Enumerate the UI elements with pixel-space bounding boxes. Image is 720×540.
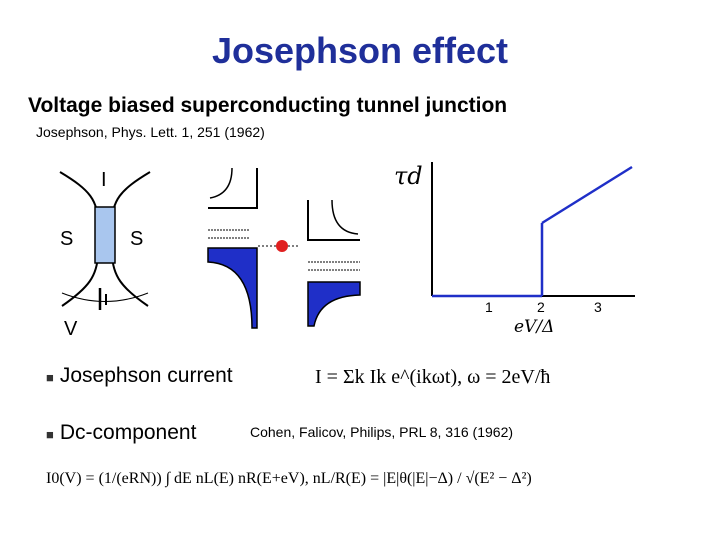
slide-title: Josephson effect	[211, 30, 509, 71]
josephson-current-equation: I = Σk Ik e^(ikωt), ω = 2eV/ħ	[315, 366, 551, 388]
quasiparticle-dot	[276, 240, 288, 252]
right-dos-upper-curve	[331, 199, 359, 235]
junction-schematic: I S S V	[59, 169, 151, 340]
bullet-text: Josephson current	[59, 364, 233, 387]
right-s-label: S	[130, 228, 143, 250]
junction-barrier	[94, 206, 116, 264]
slide-subtitle: Voltage biased superconducting tunnel ju…	[28, 94, 508, 117]
current-label: I	[101, 169, 107, 191]
x-tick-3: 3	[594, 299, 602, 315]
left-dos-upper-axis	[208, 168, 258, 209]
reference-josephson: Josephson, Phys. Lett. 1, 251 (1962)	[36, 124, 265, 140]
current-linear-segment	[541, 165, 633, 225]
voltage-label: V	[64, 318, 78, 340]
bullet-marker-icon: ■	[46, 427, 54, 442]
bullet-dc-component: ■ Dc-component	[46, 421, 196, 445]
left-filled-states	[207, 247, 258, 329]
dc-component-equation: I0(V) = (1/(eRN)) ∫ dE nL(E) nR(E+eV), n…	[46, 470, 532, 487]
x-tick-1: 1	[485, 299, 493, 315]
bullet-josephson-current: ■ Josephson current	[46, 364, 233, 388]
reference-cohen: Cohen, Falicov, Philips, PRL 8, 316 (196…	[250, 424, 514, 440]
current-voltage-graph: 1 2 3 τd eV/Δ	[394, 162, 635, 337]
bullet-text: Dc-component	[59, 421, 197, 444]
right-filled-states	[307, 281, 361, 327]
tunneling-energy-diagram	[207, 167, 361, 329]
graph-y-label: τd	[394, 162, 423, 190]
right-dos-upper-axis	[307, 200, 360, 241]
graph-x-label: eV/Δ	[514, 317, 554, 337]
left-dos-upper-curve	[209, 167, 233, 199]
x-tick-2: 2	[537, 299, 545, 315]
left-s-label: S	[60, 228, 73, 250]
bullet-marker-icon: ■	[46, 370, 54, 385]
